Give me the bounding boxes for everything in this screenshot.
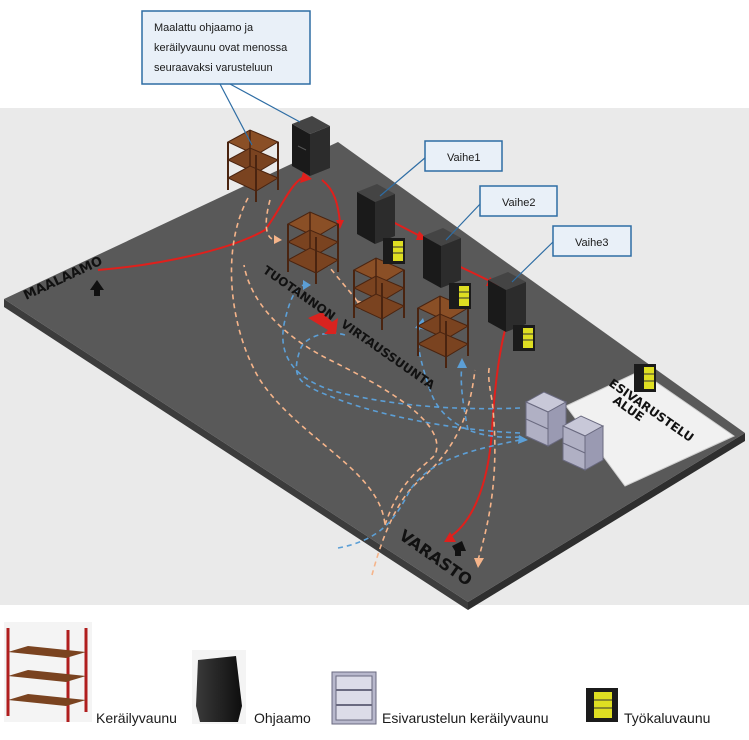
red-arrowhead-2: [336, 220, 344, 229]
legend-rack-icon: [4, 622, 92, 722]
red-flow-from-paint-shop: [97, 177, 303, 271]
rack-2: [286, 211, 340, 284]
blue-flow-5: [460, 364, 469, 431]
legend-pre-rack-icon: [331, 671, 377, 725]
legend-cab-label: Ohjaamo: [254, 710, 311, 726]
tool-cart-4: [634, 364, 656, 392]
legend-pre-rack-label: Esivarustelun keräilyvaunu: [382, 710, 549, 726]
callout-phase2-text: Vaihe2: [502, 197, 535, 209]
legend-tool-icon: [586, 688, 618, 722]
orange-flow-3: [243, 264, 438, 526]
blue-arrowhead-4: [457, 358, 467, 368]
orange-flow-2: [265, 199, 277, 241]
orange-flow-1: [230, 197, 386, 526]
callout-main-line2: keräilyvaunu ovat menossa: [154, 42, 288, 54]
blue-flow-2: [282, 284, 521, 410]
blue-arrowhead-2: [303, 280, 311, 290]
floor-side-right: [468, 433, 745, 610]
callout-phase1: Vaihe1: [379, 140, 503, 197]
orange-flow-4: [371, 369, 476, 576]
paint-shop-arrow-icon: [90, 280, 104, 296]
rack-3: [352, 257, 406, 330]
callout-main: Maalattu ohjaamo ja keräilyvaunu ovat me…: [141, 10, 311, 146]
cab-phase2: [423, 228, 461, 288]
red-flow-to-warehouse: [447, 329, 506, 539]
orange-arrowhead-2: [474, 558, 484, 568]
pre-equipment-rack-1: [524, 391, 568, 447]
tool-cart-1: [383, 238, 405, 264]
rack-1: [226, 129, 280, 202]
red-arrowhead-1: [300, 172, 312, 183]
callout-phase2: Vaihe2: [445, 185, 558, 241]
tool-cart-3: [513, 325, 535, 351]
orange-flow-5: [477, 364, 496, 561]
cab-painted: [292, 116, 330, 176]
legend-rack-label: Keräilyvaunu: [96, 710, 177, 726]
legend-tool-label: Työkaluvaunu: [624, 710, 710, 726]
legend: Keräilyvaunu Ohjaamo Esivarustelun keräi…: [4, 622, 710, 726]
rack-4: [416, 295, 470, 368]
red-arrowhead-5: [444, 532, 456, 542]
pre-equipment-rack-2: [561, 415, 605, 471]
callout-phase3-text: Vaihe3: [575, 237, 608, 249]
callout-phase1-text: Vaihe1: [447, 152, 480, 164]
callout-main-line3: seuraavaksi varusteluun: [154, 62, 273, 74]
flow-direction-arrow-icon: [308, 312, 338, 334]
callout-main-line1: Maalattu ohjaamo ja: [154, 22, 254, 34]
pre-equipment-area: [565, 370, 736, 487]
cab-phase1: [357, 184, 395, 244]
callout-phase3: Vaihe3: [511, 225, 632, 283]
blue-arrowhead-1: [518, 435, 528, 444]
tool-cart-2: [449, 283, 471, 309]
red-flow-to-rack: [321, 179, 341, 223]
cab-phase3: [488, 272, 526, 332]
legend-cab-icon: [192, 650, 246, 724]
orange-arrowhead-1: [274, 235, 282, 244]
warehouse-arrow-icon: [452, 541, 466, 556]
blue-flow-4: [417, 324, 521, 439]
floor-side: [4, 299, 468, 610]
